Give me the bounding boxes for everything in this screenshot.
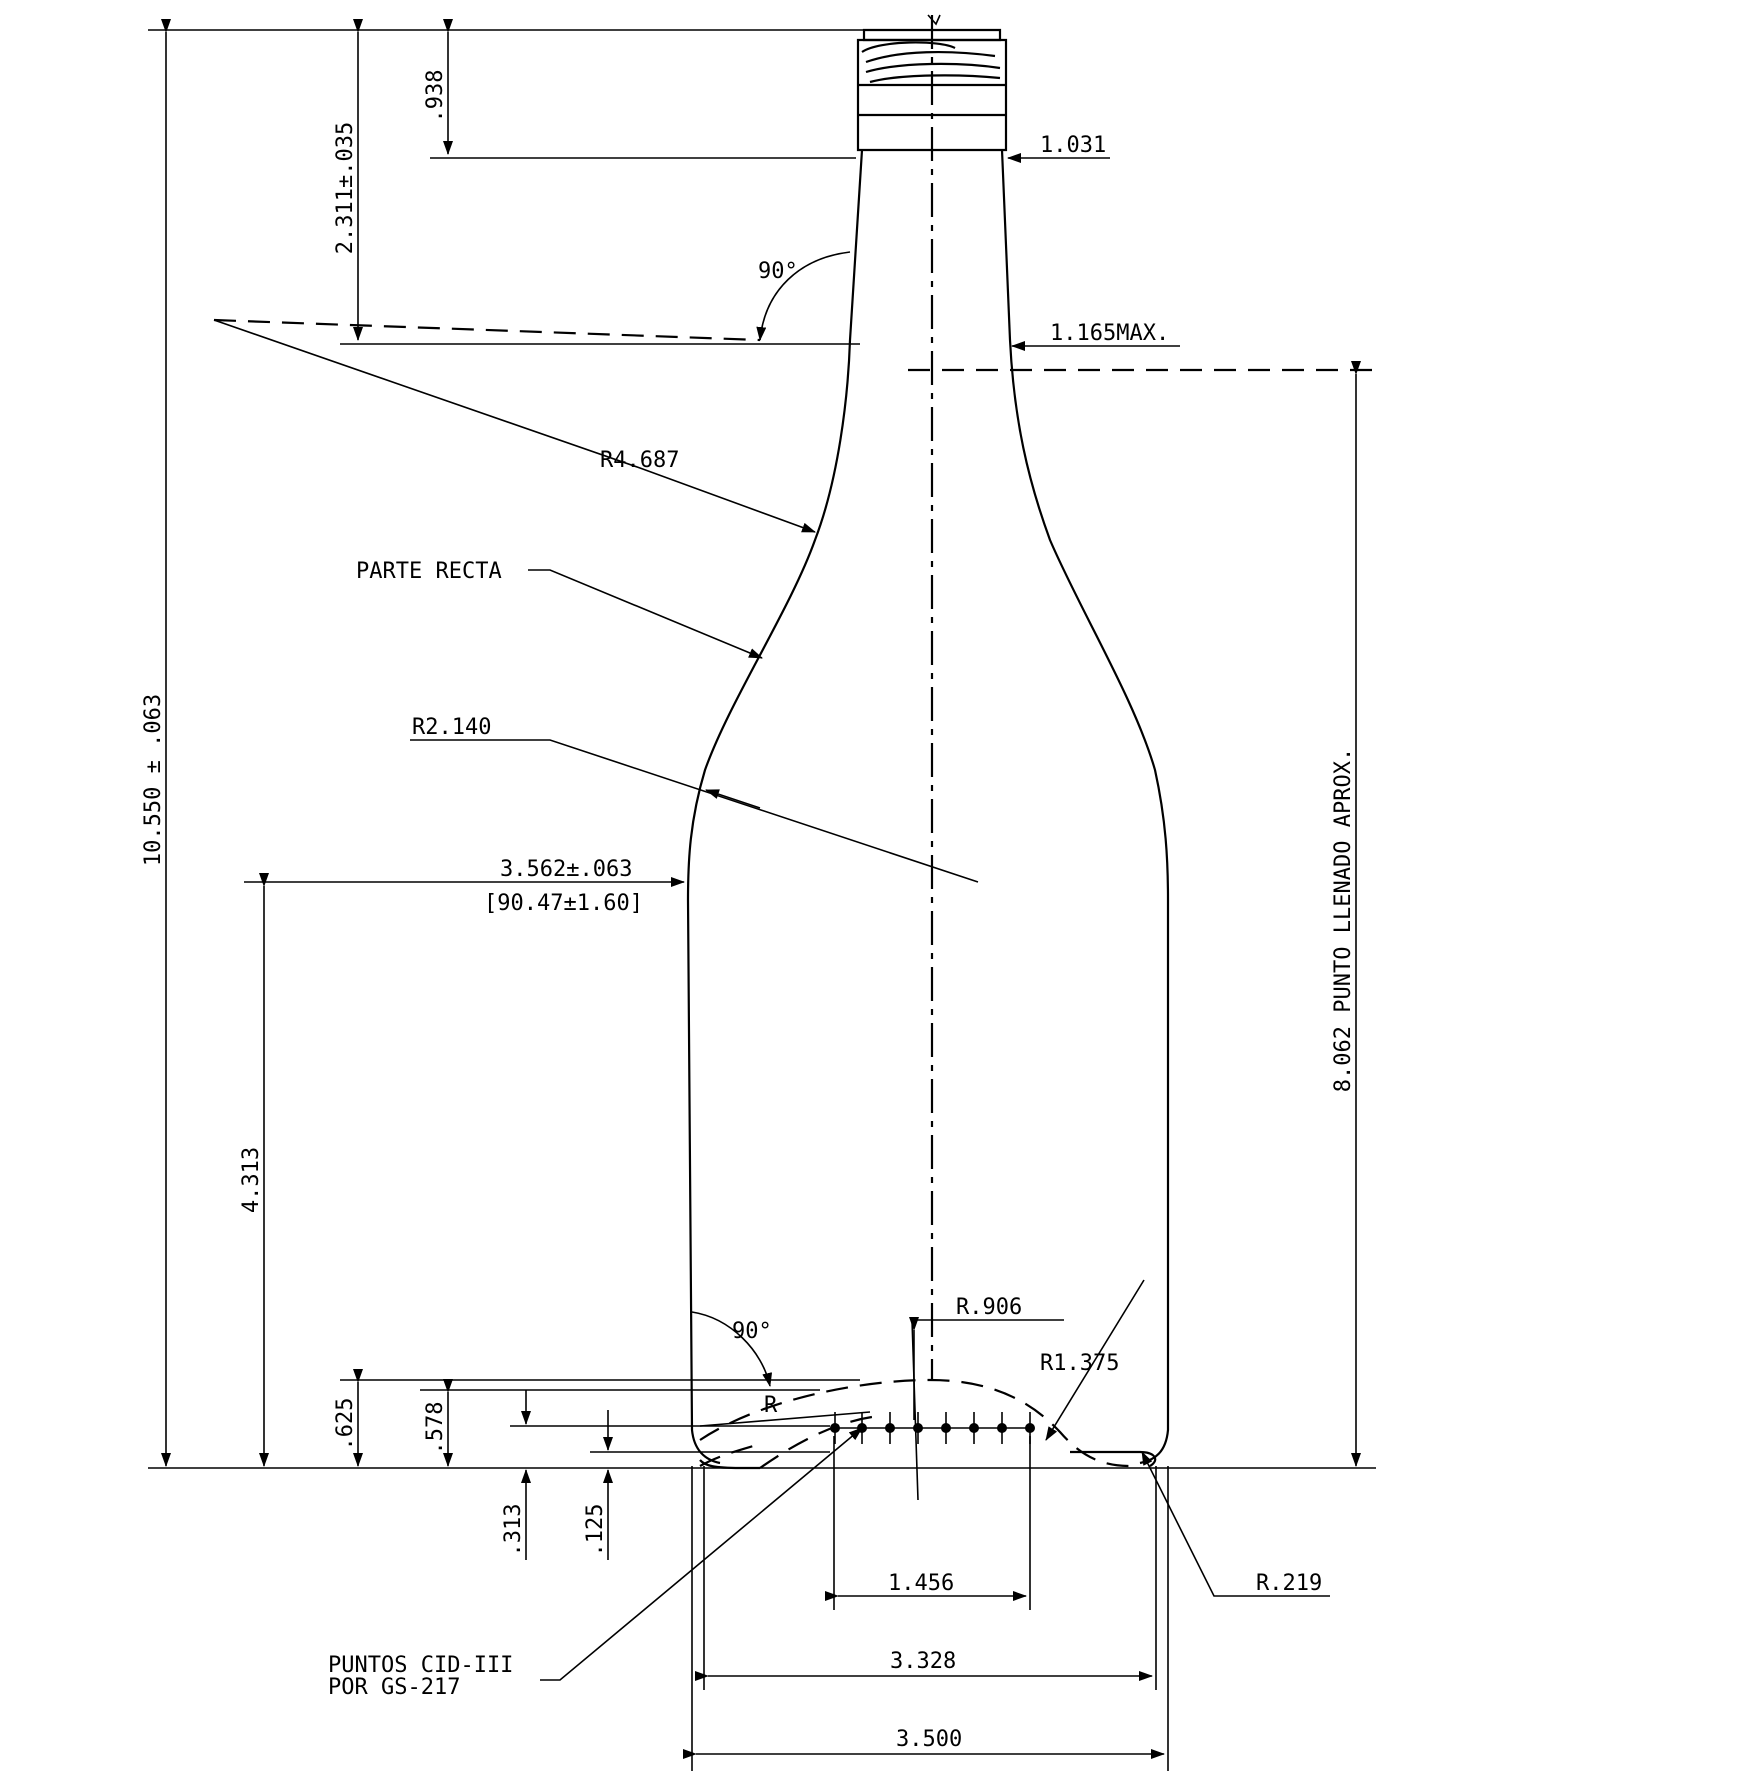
cid-points [830, 1412, 1035, 1444]
neck-height-label: 2.311±.035 [333, 122, 358, 254]
straight-part-leader [528, 569, 763, 659]
base-dim-578: .578 [423, 1402, 448, 1455]
center-tick [927, 14, 941, 26]
cid-note-leader [540, 1427, 863, 1681]
punt-radius-label: R.906 [956, 1295, 1022, 1320]
punt-profile [699, 1378, 1131, 1469]
heel-radius-leader [1141, 1451, 1330, 1597]
base-dim-625: .625 [333, 1398, 358, 1451]
finish-height-label: .938 [423, 70, 448, 123]
neck-max-label: 1.165MAX. [1050, 321, 1169, 346]
body-diameter-mm-label: [90.47±1.60] [484, 891, 643, 916]
base-angle-label: 90° [732, 1319, 772, 1344]
base-dim-313: .313 [501, 1504, 526, 1557]
neck-height-dimension [340, 19, 860, 345]
overall-height-dimension [148, 19, 1376, 1469]
neck-angle-reference [213, 318, 761, 342]
bearing-diameter-label: 3.328 [890, 1649, 956, 1674]
base-radius-leader [1045, 1279, 1145, 1441]
heel-shoulder-radius-arrow [705, 789, 761, 809]
fill-point-dimension [908, 361, 1376, 1467]
heel-shoulder-radius-line [410, 739, 979, 883]
punt-radius-leader [911, 1319, 1064, 1501]
cid-note-line1: PUNTOS CID-III [328, 1653, 513, 1678]
finish-diameter-label: 1.031 [1040, 133, 1106, 158]
neck-angle-arc [756, 251, 851, 341]
straight-part-label: PARTE RECTA [356, 559, 502, 584]
bottle-outline [686, 28, 1170, 1470]
base-angle-arc [691, 1311, 773, 1387]
shoulder-radius-leader [213, 319, 816, 533]
base-diameter-label: 3.500 [896, 1727, 962, 1752]
overall-height-label: 10.550 ± .063 [141, 694, 166, 866]
r-leader [699, 1411, 871, 1427]
base-radius-label: R1.375 [1040, 1351, 1119, 1376]
body-diameter-label: 3.562±.063 [500, 857, 632, 882]
cid-note-line2: POR GS-217 [328, 1675, 460, 1700]
heel-radius-label: R.219 [1256, 1571, 1322, 1596]
heel-shoulder-radius-label: R2.140 [412, 715, 491, 740]
finish-height-dimension [430, 19, 856, 159]
base-dim-125: .125 [583, 1504, 608, 1557]
neck-angle-label: 90° [758, 259, 798, 284]
base-stack-dimensions [340, 1369, 860, 1560]
shoulder-radius-label: R4.687 [600, 448, 679, 473]
bottom-dimensions [683, 1436, 1169, 1771]
cid-spacing-label: 1.456 [888, 1571, 954, 1596]
r-label: R [764, 1393, 778, 1418]
fill-point-label: 8.062 PUNTO LLENADO APROX. [1331, 748, 1356, 1092]
body-height-label: 4.313 [239, 1147, 264, 1213]
